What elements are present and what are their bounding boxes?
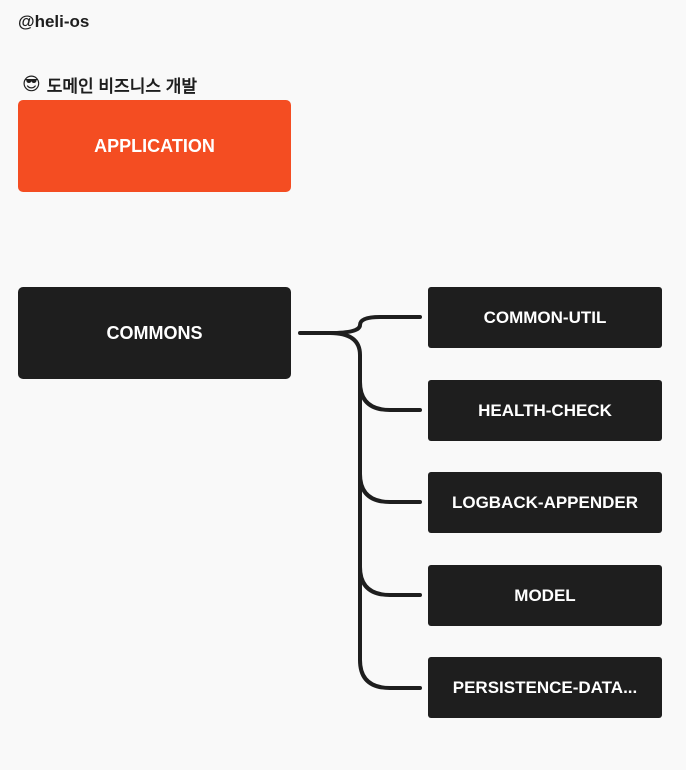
sunglasses-emoji-icon: 😎 — [22, 73, 41, 95]
child-node-persistence-data[interactable]: PERSISTENCE-DATA... — [428, 657, 662, 718]
connector-logback-appender — [358, 472, 422, 504]
commons-node[interactable]: COMMONS — [18, 287, 291, 379]
connector-common-util — [328, 315, 422, 335]
connector-model — [358, 565, 422, 597]
connector-health-check — [358, 380, 422, 412]
child-node-model[interactable]: MODEL — [428, 565, 662, 626]
child-node-health-check[interactable]: HEALTH-CHECK — [428, 380, 662, 441]
author-handle: @heli-os — [18, 12, 90, 31]
connector-root — [298, 331, 422, 690]
child-node-common-util[interactable]: COMMON-UTIL — [428, 287, 662, 348]
child-node-logback-appender[interactable]: LOGBACK-APPENDER — [428, 472, 662, 533]
section-title: 도메인 비즈니스 개발 — [46, 77, 197, 96]
application-node[interactable]: APPLICATION — [18, 100, 291, 192]
section-label: 😎 도메인 비즈니스 개발 — [22, 72, 197, 97]
